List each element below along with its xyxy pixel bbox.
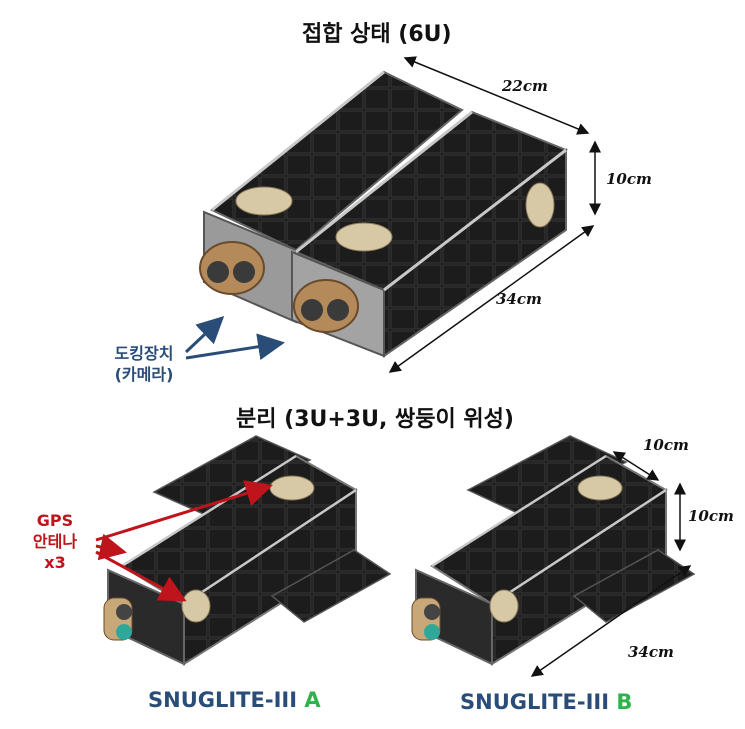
gps-callout: GPS 안테나 x3 bbox=[22, 510, 88, 573]
satellite-a-name: SNUGLITE-III A bbox=[148, 688, 321, 712]
dim-label-bottom-width: 10cm bbox=[643, 436, 689, 454]
docking-camera-left bbox=[199, 241, 265, 295]
gps-arrow-1 bbox=[95, 480, 273, 542]
satellite-b bbox=[411, 435, 696, 666]
satellite-a bbox=[103, 435, 392, 666]
dim-label-22cm: 22cm bbox=[502, 77, 548, 95]
docking-callout-line1: 도킹장치 bbox=[114, 344, 174, 363]
dim-arrow-bottom-length bbox=[530, 565, 692, 677]
separated-state-title: 분리 (3U+3U, 쌍둥이 위성) bbox=[236, 407, 514, 432]
dim-label-bottom-length: 34cm bbox=[628, 643, 674, 661]
satellite-a-name-text: SNUGLITE-III bbox=[148, 688, 298, 712]
dim-label-bottom-height: 10cm bbox=[688, 507, 734, 525]
dim-label-34cm: 34cm bbox=[496, 290, 542, 308]
docking-camera-right bbox=[293, 279, 359, 333]
docking-callout-line2: (카메라) bbox=[114, 365, 174, 384]
dim-arrow-34cm bbox=[388, 225, 595, 373]
docking-arrow-right bbox=[185, 333, 285, 361]
dim-arrow-bottom-width bbox=[612, 451, 660, 481]
dim-arrow-22cm bbox=[403, 56, 590, 135]
gps-callout-line1: GPS bbox=[36, 511, 74, 530]
gps-callout-line3: x3 bbox=[44, 553, 66, 572]
docking-arrow-left bbox=[184, 315, 225, 354]
satellite-b-name-text: SNUGLITE-III bbox=[460, 690, 610, 714]
gps-callout-line2: 안테나 bbox=[32, 532, 78, 551]
dim-label-10cm: 10cm bbox=[606, 170, 652, 188]
stowed-state-title: 접합 상태 (6U) bbox=[302, 22, 452, 47]
satellite-b-name: SNUGLITE-III B bbox=[460, 690, 632, 714]
gps-arrow-2 bbox=[95, 533, 127, 561]
docking-callout: 도킹장치 (카메라) bbox=[96, 343, 192, 385]
stowed-6u-satellite bbox=[199, 70, 568, 358]
satellite-b-suffix: B bbox=[616, 690, 633, 714]
satellite-a-suffix: A bbox=[304, 688, 321, 712]
gps-arrow-3 bbox=[95, 550, 187, 602]
